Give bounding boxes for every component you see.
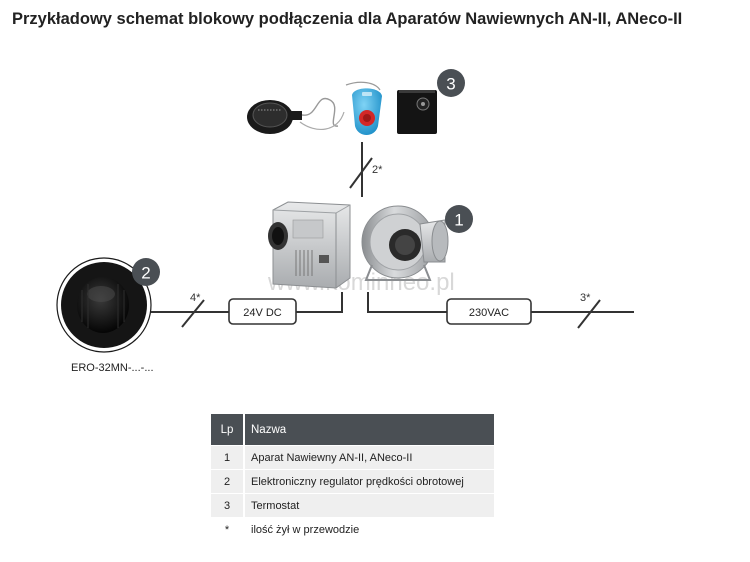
- legend-row-lp: 2: [211, 470, 245, 493]
- wire-slash-top: [349, 157, 373, 189]
- round-thermostat-icon: [247, 97, 345, 134]
- wires-top-label: 2*: [372, 164, 383, 176]
- badge-2-text: 2: [141, 264, 150, 283]
- legend-row-name: Termostat: [244, 494, 494, 517]
- badge-3: 3: [437, 69, 465, 97]
- legend-row-lp: *: [211, 518, 245, 541]
- legend-row-name: Elektroniczny regulator prędkości obroto…: [244, 470, 494, 493]
- legend-header-row: Lp Nazwa: [211, 414, 494, 445]
- wire-slash-left: [181, 299, 205, 328]
- voltage-box-right-label: 230VAC: [469, 307, 509, 319]
- badge-3-text: 3: [446, 75, 455, 94]
- badge-1: 1: [445, 205, 473, 233]
- voltage-box-left-label: 24V DC: [243, 307, 282, 319]
- legend-row-lp: 1: [211, 446, 245, 469]
- thermostat-devices: [247, 81, 437, 135]
- blue-thermostat-icon: [345, 81, 382, 135]
- wires-left-label: 4*: [190, 292, 201, 304]
- legend-row-lp: 3: [211, 494, 245, 517]
- badge-2: 2: [132, 258, 160, 286]
- fan-icon: [361, 205, 449, 281]
- regulator-caption: ERO-32MN-...-...: [71, 362, 154, 374]
- legend-row-name: Aparat Nawiewny AN-II, ANeco-II: [244, 446, 494, 469]
- legend-row: * ilość żył w przewodzie: [211, 518, 494, 541]
- wires-right-label: 3*: [580, 292, 591, 304]
- page-title: Przykładowy schemat blokowy podłączenia …: [12, 10, 683, 28]
- legend-row: 2 Elektroniczny regulator prędkości obro…: [211, 470, 494, 493]
- legend-row: 3 Termostat: [211, 494, 494, 517]
- legend-row: 1 Aparat Nawiewny AN-II, ANeco-II: [211, 446, 494, 469]
- legend-table: Lp Nazwa 1 Aparat Nawiewny AN-II, ANeco-…: [211, 414, 494, 541]
- legend-row-name: ilość żył w przewodzie: [251, 523, 360, 536]
- room-thermostat-icon: [397, 90, 437, 134]
- heating-unit-icon: [268, 201, 449, 289]
- wire-slash-right: [577, 299, 601, 329]
- speed-regulator-icon: [56, 257, 152, 353]
- legend-header-name: Nazwa: [244, 414, 494, 445]
- legend-header-lp: Lp: [211, 414, 245, 445]
- badge-1-text: 1: [454, 211, 463, 230]
